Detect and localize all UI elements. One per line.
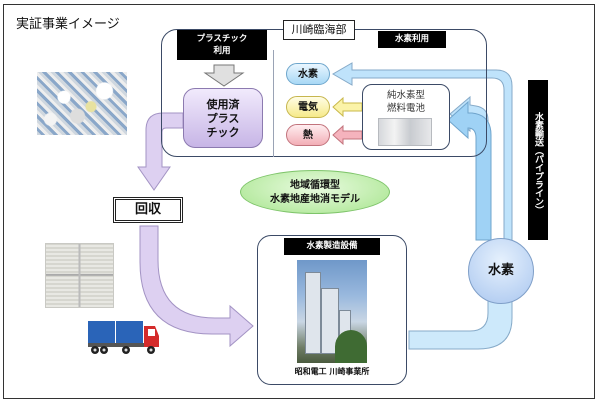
page-title: 実証事業イメージ (16, 17, 120, 32)
fuel-cell-box: 純水素型 燃料電池 (362, 84, 450, 150)
collection-box: 回収 (113, 197, 183, 223)
plastic-use-label: プラスチック 利用 (177, 30, 267, 60)
fuel-cell-unit-image (378, 118, 432, 146)
region-divider (273, 50, 274, 157)
factory-label: 水素製造設備 (284, 238, 380, 255)
arrow-collection-to-factory (139, 225, 254, 348)
region-label: 川崎臨海部 (283, 20, 355, 40)
model-label-ellipse: 地域循環型 水素地産地消モデル (240, 170, 390, 214)
hydrogen-node: 水素 (468, 238, 534, 304)
output-heat: 熱 (286, 124, 330, 146)
hydrogen-plant-photo (297, 260, 367, 363)
fuel-cell-label: 純水素型 燃料電池 (386, 90, 425, 114)
plastic-bales-photo (45, 243, 114, 308)
arrow-plastic-down (203, 64, 245, 87)
pipeline-lower (408, 299, 513, 350)
output-hydrogen: 水素 (286, 63, 330, 85)
arrow-to-heat (332, 124, 363, 146)
truck-icon (88, 321, 159, 354)
factory-caption: 昭和電工 川崎事業所 (294, 367, 370, 376)
hydrogen-use-label: 水素利用 (378, 31, 446, 48)
arrow-used-plastic-to-collection (137, 112, 184, 191)
pipeline-label: 水素輸送（パイプライン） (528, 80, 548, 240)
plastic-waste-photo (37, 72, 127, 135)
arrow-to-electricity (332, 96, 363, 118)
output-electricity: 電気 (286, 96, 330, 118)
used-plastic-box: 使用済 プラス チック (183, 88, 263, 148)
